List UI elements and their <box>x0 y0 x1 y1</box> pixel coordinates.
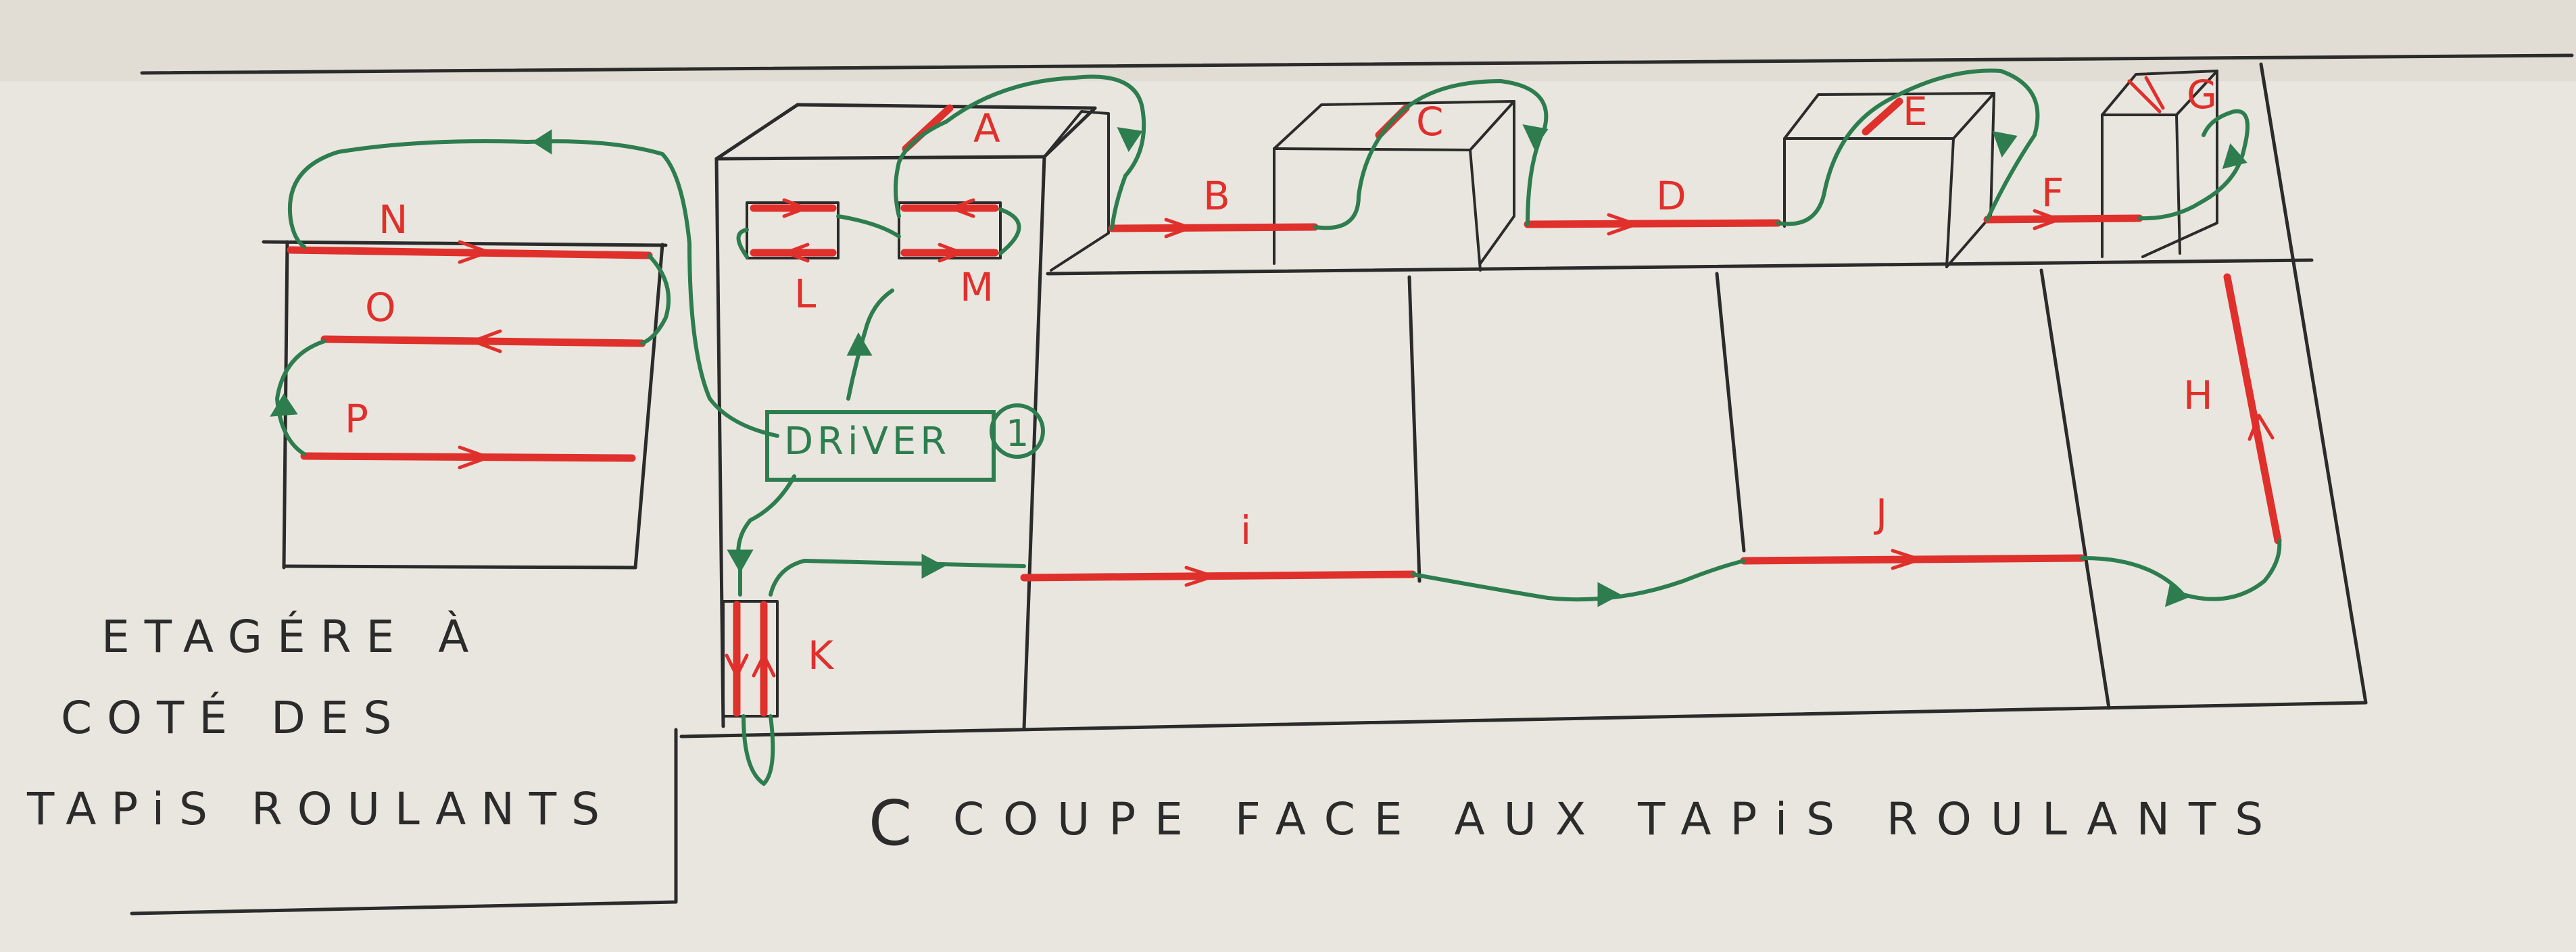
section-caption-text: COUPE FACE AUX TAPiS ROULANTS <box>953 793 2282 845</box>
label-d: D <box>1656 173 1686 219</box>
conveyor-h <box>2223 273 2282 545</box>
label-h: H <box>2183 372 2213 418</box>
label-i: i <box>1240 507 1251 553</box>
conveyor-m <box>898 198 1002 263</box>
label-m: M <box>960 264 994 310</box>
conveyor-f <box>1983 209 2143 230</box>
label-k: K <box>808 632 835 678</box>
conveyor-k <box>722 600 779 718</box>
conveyor-p <box>300 445 636 470</box>
label-p: P <box>345 396 368 442</box>
shelf-caption-line-1: ETAGÉRE À <box>101 610 483 663</box>
paper-top-shadow <box>0 0 2576 81</box>
shelf-caption-line-2: COTÉ DES <box>61 691 406 744</box>
label-f: F <box>2041 170 2064 216</box>
driver-label: DRiVER <box>784 420 950 464</box>
label-j: J <box>1874 491 1887 536</box>
conveyor-g <box>2127 76 2165 114</box>
conveyor-e <box>1862 97 1903 136</box>
box-a <box>1043 110 1110 272</box>
conveyor-o <box>320 329 646 353</box>
conveyor-j <box>1740 549 2086 570</box>
section-mark: C <box>869 787 912 859</box>
section-caption: C COUPE FACE AUX TAPiS ROULANTS <box>869 787 2282 859</box>
driver-unit: DRiVER 1 <box>765 403 1045 482</box>
outer-frame <box>130 53 2574 916</box>
driver-number: 1 <box>1006 412 1029 455</box>
label-b: B <box>1203 173 1230 219</box>
box-e <box>1783 92 1995 268</box>
label-e: E <box>1903 89 1928 134</box>
conveyor-d <box>1524 213 1782 236</box>
label-g: G <box>2187 72 2217 118</box>
conveyor-labels: A B C D E F G H i J K L M N O P <box>345 72 2217 678</box>
label-a: A <box>973 105 1000 151</box>
label-c: C <box>1416 99 1444 145</box>
shelf-caption: ETAGÉRE À COTÉ DES TAPiS ROULANTS <box>26 610 614 835</box>
conveyor-i <box>1020 566 1417 587</box>
label-l: L <box>794 271 816 317</box>
conveyor-b <box>1108 218 1319 239</box>
label-o: O <box>365 284 396 330</box>
label-n: N <box>379 197 408 243</box>
conveyor-n <box>287 240 653 264</box>
box-g <box>2101 70 2218 258</box>
conveyor-l <box>746 198 840 263</box>
material-flow-path <box>270 68 2282 786</box>
shelf-caption-line-3: TAPiS ROULANTS <box>26 783 614 835</box>
